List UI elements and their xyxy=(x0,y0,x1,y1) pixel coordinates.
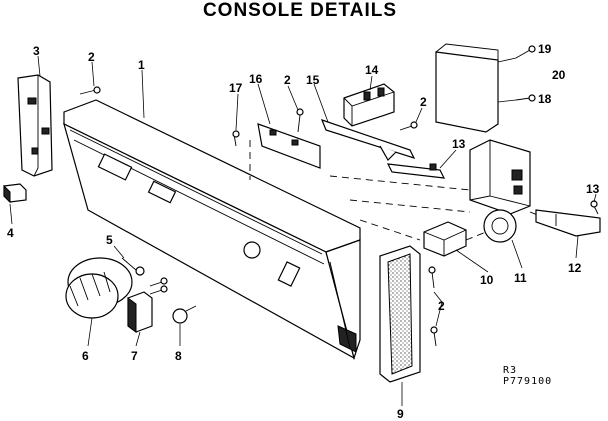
screw-part xyxy=(515,94,536,102)
callout-label: 2 xyxy=(284,73,291,87)
screw-part xyxy=(515,45,536,59)
screw-part xyxy=(149,277,168,287)
callout-label: 18 xyxy=(538,92,552,106)
screw-part xyxy=(121,257,145,276)
callout-label: 5 xyxy=(106,233,113,247)
bracket-part xyxy=(257,108,321,169)
left-end-cap xyxy=(17,74,53,177)
callout-label: 3 xyxy=(33,44,40,58)
lever-part xyxy=(320,119,416,161)
screw-part xyxy=(399,121,418,131)
leader-lines xyxy=(9,55,597,406)
callout-label: 2 xyxy=(420,95,427,109)
selector-switch xyxy=(423,221,467,257)
alignment-lines xyxy=(249,140,541,241)
diagram-title: CONSOLE DETAILS xyxy=(202,0,398,21)
callout-label: 13 xyxy=(452,137,466,151)
right-end-cap xyxy=(379,245,421,383)
screw-part xyxy=(79,86,101,95)
callout-label: 11 xyxy=(514,271,527,285)
callout-label: 2 xyxy=(438,299,445,313)
callout-label: 16 xyxy=(249,72,263,86)
callout-label: 4 xyxy=(7,226,14,240)
screw-part xyxy=(430,326,438,347)
cover-part xyxy=(435,43,517,133)
drawing-number: P779100 xyxy=(503,376,553,387)
small-cap xyxy=(172,305,197,324)
console-panel xyxy=(63,99,361,361)
callout-label: 8 xyxy=(175,349,182,363)
push-button xyxy=(127,291,153,333)
callout-label: 7 xyxy=(131,349,138,363)
revision-code: R3 xyxy=(503,365,518,376)
control-knob xyxy=(65,257,133,319)
callout-label: 2 xyxy=(88,50,95,64)
screw-part xyxy=(149,285,168,295)
callout-label: 17 xyxy=(229,81,243,95)
screw-part xyxy=(428,266,436,289)
callout-label: 13 xyxy=(586,182,600,196)
clip-part xyxy=(3,183,27,204)
callout-label: 10 xyxy=(480,273,494,287)
mount-bracket xyxy=(535,209,601,237)
screw-part xyxy=(232,130,240,147)
callout-label: 1 xyxy=(138,58,145,72)
timer-motor xyxy=(469,139,531,243)
callout-label: 20 xyxy=(552,68,566,82)
screw-part xyxy=(590,200,599,215)
callout-label: 14 xyxy=(365,63,379,77)
small-bracket xyxy=(386,163,446,179)
callout-label: 9 xyxy=(397,407,404,421)
callout-label: 15 xyxy=(306,73,320,87)
callout-label: 6 xyxy=(82,349,89,363)
switch-block xyxy=(343,83,395,127)
callout-label: 12 xyxy=(568,261,582,275)
callout-label: 19 xyxy=(538,42,552,56)
